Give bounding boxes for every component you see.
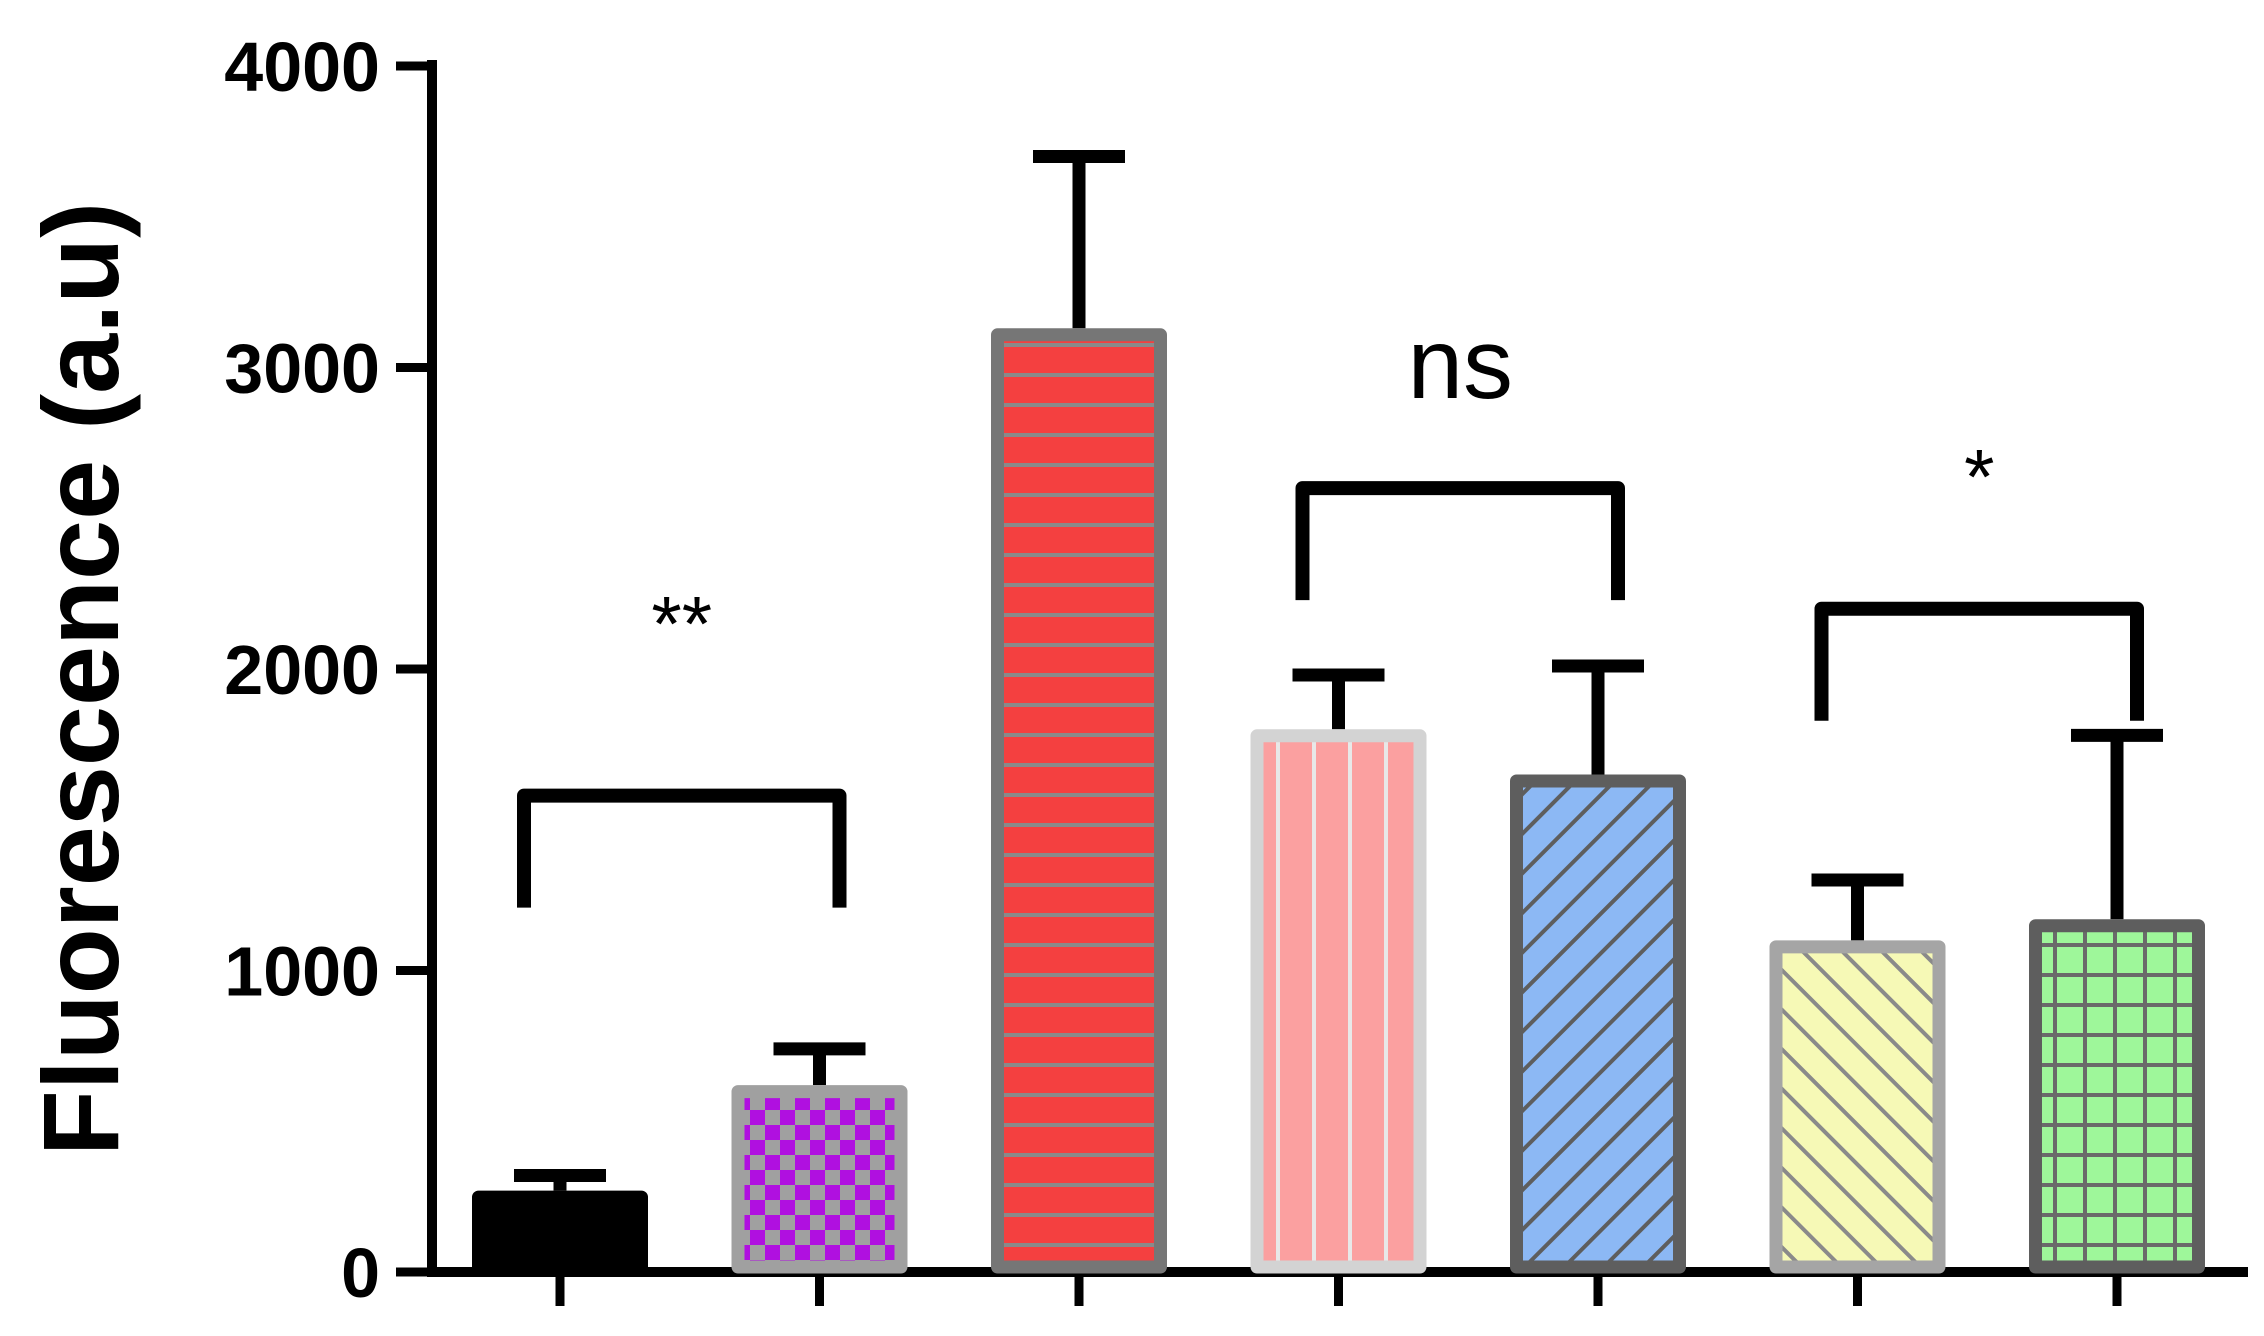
bar [731, 1085, 908, 1274]
y-tick-label: 0 [341, 1234, 380, 1312]
y-tick-label: 2000 [224, 631, 380, 709]
bar [991, 328, 1167, 1274]
bar [1510, 774, 1686, 1274]
significance-bracket [1814, 601, 2144, 721]
y-axis-label: Fluorescence (a.u) [20, 202, 141, 1156]
bar [1250, 729, 1427, 1274]
significance-label: * [1964, 433, 1994, 521]
significance-label: ** [651, 580, 712, 668]
y-tick-label: 3000 [224, 330, 380, 408]
bar [1769, 940, 1946, 1274]
bar [2029, 919, 2205, 1274]
y-tick-label: 1000 [224, 933, 380, 1011]
bar [472, 1190, 648, 1274]
significance-bracket [517, 788, 847, 908]
significance-bracket [1295, 481, 1625, 601]
significance-label: ns [1407, 308, 1513, 420]
y-tick-label: 4000 [224, 28, 380, 106]
